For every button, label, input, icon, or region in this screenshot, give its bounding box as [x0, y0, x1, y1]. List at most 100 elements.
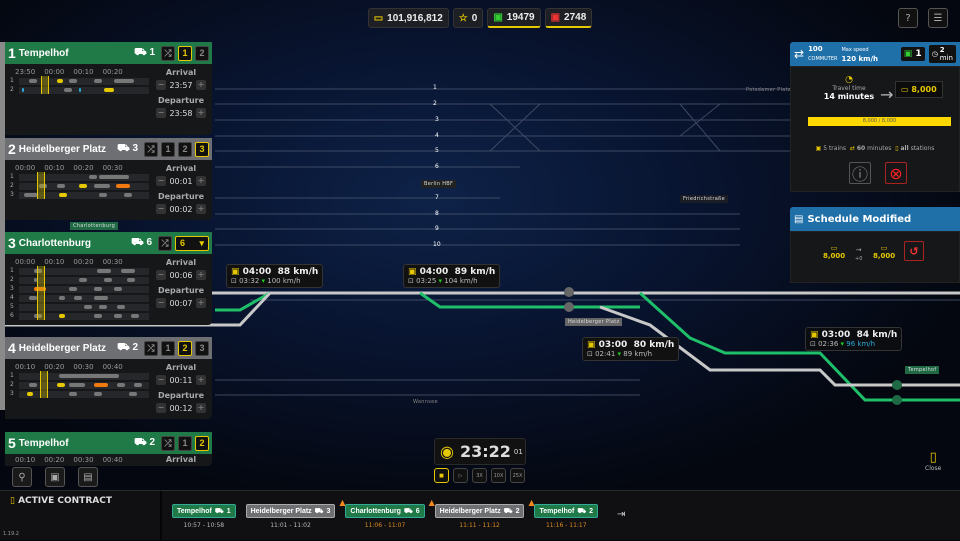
- station-label[interactable]: Friedrichstraße: [680, 195, 728, 203]
- platform-1-button[interactable]: 1: [161, 340, 175, 356]
- collapse-icon[interactable]: ⇥: [617, 509, 626, 520]
- row-label: 4: [10, 294, 14, 301]
- platform-1-button[interactable]: 1: [178, 435, 192, 451]
- timeline-row[interactable]: 1: [10, 372, 149, 380]
- resource-bar: ▭101,916,812 ☆0 ▣19479 ▣2748: [0, 8, 960, 28]
- platform-icon: ⛟: [117, 142, 130, 154]
- speed-10x-button[interactable]: 10X: [491, 468, 506, 483]
- train-label[interactable]: ▣ 04:00 89 km/h⊡ 03:25 ▾ 104 km/h: [403, 264, 501, 288]
- station-label[interactable]: Charlottenburg: [70, 222, 119, 230]
- info-button[interactable]: ⓘ: [849, 162, 871, 184]
- platform-3-button[interactable]: 3: [195, 141, 209, 157]
- shuffle-button[interactable]: ⤮: [161, 435, 175, 451]
- arrival-plus-button[interactable]: +: [196, 270, 206, 280]
- timeline-row[interactable]: 3: [10, 191, 149, 199]
- shuffle-button[interactable]: ⤮: [161, 45, 175, 61]
- stop-index: 1: [8, 45, 16, 61]
- speed-3x-button[interactable]: 3X: [472, 468, 487, 483]
- train-label[interactable]: ▣ 04:00 88 km/h⊡ 03:32 ▾ 100 km/h: [226, 264, 324, 288]
- play-button[interactable]: ▷: [453, 468, 468, 483]
- revert-button[interactable]: ↺: [904, 241, 924, 261]
- departure-minus-button[interactable]: −: [156, 298, 166, 308]
- arrival-plus-button[interactable]: +: [196, 375, 206, 385]
- shuffle-button[interactable]: ⤮: [144, 141, 158, 157]
- stop-time: 11:16 - 11:17: [545, 522, 587, 529]
- platform-2-button[interactable]: 2: [195, 435, 209, 451]
- close-control[interactable]: ▯Close: [925, 450, 941, 472]
- pause-button[interactable]: ■: [434, 468, 449, 483]
- help-button[interactable]: ?: [898, 8, 918, 28]
- timeline-row[interactable]: 1: [10, 267, 149, 275]
- delete-button[interactable]: ⊗: [885, 162, 907, 184]
- arrival-minus-button[interactable]: −: [156, 270, 166, 280]
- timeline-row[interactable]: 2: [10, 276, 149, 284]
- timeline-row[interactable]: 2: [10, 182, 149, 190]
- timeline-row[interactable]: 2: [10, 381, 149, 389]
- platform-2-button[interactable]: 2: [178, 340, 192, 356]
- timeline-row[interactable]: 3: [10, 390, 149, 398]
- departure-minus-button[interactable]: −: [156, 108, 166, 118]
- departure-minus-button[interactable]: −: [156, 204, 166, 214]
- notes-button[interactable]: ▤: [78, 467, 98, 487]
- list-icon: ☰: [933, 12, 943, 24]
- speed-25x-button[interactable]: 25X: [510, 468, 525, 483]
- chip-button[interactable]: ▣: [45, 467, 65, 487]
- station-label[interactable]: Berlin HBF: [421, 180, 457, 188]
- timeline-row[interactable]: 1: [10, 173, 149, 181]
- shuffle-button[interactable]: ⤮: [158, 235, 172, 251]
- departure-plus-button[interactable]: +: [196, 108, 206, 118]
- stop-platform: 1: [226, 507, 231, 515]
- platform-1-button[interactable]: 1: [161, 141, 175, 157]
- train-icon: ▣: [493, 12, 503, 23]
- train-label[interactable]: ▣ 03:00 84 km/h⊡ 02:36 ▾ 96 km/h: [805, 327, 903, 351]
- timer-icon: ◔: [845, 75, 853, 85]
- platform-1-button[interactable]: 1: [178, 45, 192, 61]
- station-label[interactable]: Heidelberger Platz: [565, 318, 623, 326]
- station-label[interactable]: Wannsee: [413, 399, 438, 405]
- platform-icon: ⛟: [117, 341, 130, 353]
- stop-time: 10:57 - 10:58: [183, 522, 225, 529]
- departure-minus-button[interactable]: −: [156, 403, 166, 413]
- timeline-row[interactable]: 4: [10, 294, 149, 302]
- platform-2-button[interactable]: 2: [195, 45, 209, 61]
- arrival-minus-button[interactable]: −: [156, 375, 166, 385]
- train-label[interactable]: ▣ 03:00 80 km/h⊡ 02:41 ▾ 89 km/h: [582, 337, 680, 361]
- departure-plus-button[interactable]: +: [196, 204, 206, 214]
- menu-button[interactable]: ☰: [928, 8, 948, 28]
- platform-2-button[interactable]: 2: [178, 141, 192, 157]
- departure-plus-button[interactable]: +: [196, 298, 206, 308]
- route-button[interactable]: ⚲: [12, 467, 32, 487]
- track-number: 4: [435, 132, 439, 139]
- arrival-minus-button[interactable]: −: [156, 176, 166, 186]
- station-label[interactable]: Tempelhof: [905, 366, 940, 374]
- timeline-row[interactable]: 6: [10, 312, 149, 320]
- timeline-row[interactable]: 5: [10, 303, 149, 311]
- departure-plus-button[interactable]: +: [196, 403, 206, 413]
- timeline-row[interactable]: 3: [10, 285, 149, 293]
- arrival-minus-button[interactable]: −: [156, 80, 166, 90]
- info-icon: ⓘ: [851, 165, 868, 184]
- timeline-row[interactable]: 1: [10, 77, 149, 85]
- panel-scrollbar[interactable]: [0, 42, 5, 410]
- shuffle-button[interactable]: ⤮: [144, 340, 158, 356]
- arrival-plus-button[interactable]: +: [196, 176, 206, 186]
- arrival-plus-button[interactable]: +: [196, 80, 206, 90]
- station-label[interactable]: Potsdamer Platz: [746, 87, 791, 93]
- play-icon: ▷: [458, 472, 463, 479]
- platform-dropdown[interactable]: 6▾: [175, 235, 209, 251]
- timeline-row[interactable]: 2: [10, 86, 149, 94]
- platform-3-button[interactable]: 3: [195, 340, 209, 356]
- train-time: 04:00: [242, 267, 272, 277]
- wallet-icon: ▭: [373, 12, 384, 24]
- platform-number: 6: [146, 236, 152, 248]
